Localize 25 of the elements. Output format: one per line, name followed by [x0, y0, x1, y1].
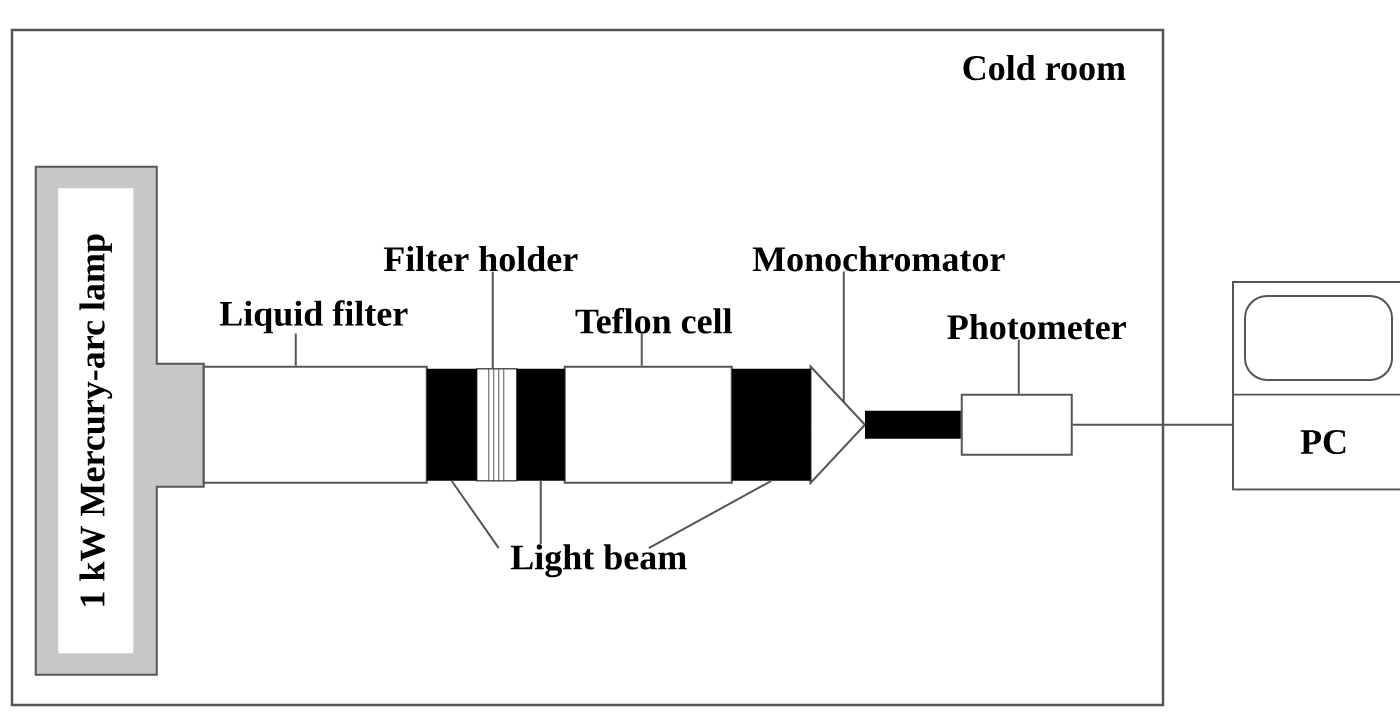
window-block: [731, 368, 811, 481]
cable: [1071, 423, 1233, 426]
part-label: Photometer: [947, 314, 1126, 340]
cell-tube: [563, 365, 733, 484]
filter-holder: [476, 367, 518, 482]
part-label: Filter holder: [383, 246, 578, 272]
leader-line: [640, 332, 643, 367]
leader-line: [450, 479, 500, 550]
leader-line: [539, 479, 542, 546]
leader-line: [294, 332, 297, 367]
leader-line: [1017, 338, 1020, 395]
window-block: [516, 368, 565, 481]
part-label: Liquid filter: [219, 300, 408, 334]
part-label: Light beam: [510, 544, 687, 578]
photometer-box: [960, 393, 1073, 456]
part-label: Teflon cell: [575, 307, 732, 334]
leader-line: [842, 270, 845, 404]
window-block: [426, 368, 477, 481]
leader-line: [647, 479, 773, 550]
light-guide: [864, 410, 961, 439]
lamp: 1 kW Mercury-arc lamp: [34, 165, 205, 676]
leader-line: [491, 270, 494, 369]
filter-tube: [202, 365, 428, 484]
computer: PC: [1232, 281, 1400, 491]
part-label: Monochromator: [752, 246, 1005, 272]
